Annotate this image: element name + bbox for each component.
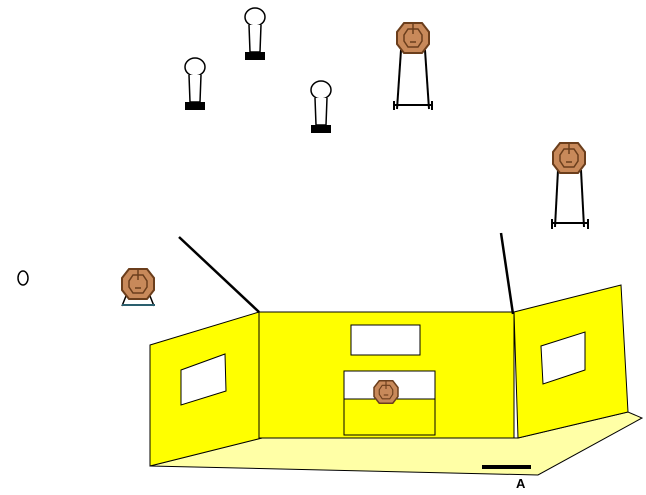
stand-target — [393, 22, 433, 110]
popper-target — [310, 80, 332, 134]
point-a-label: A — [516, 476, 526, 491]
start-position-circle — [17, 270, 29, 286]
popper-target — [244, 7, 266, 61]
center-wall-lower-box — [343, 398, 436, 436]
left-wall-window — [180, 353, 227, 406]
popper-target — [184, 57, 206, 111]
right-wing-line — [499, 232, 515, 315]
right-wall-window — [540, 331, 586, 385]
low-target — [121, 268, 155, 307]
left-wing-line — [178, 236, 260, 313]
center-wall-upper-window — [350, 324, 421, 356]
window-target — [373, 380, 399, 404]
stand-target — [551, 142, 589, 229]
